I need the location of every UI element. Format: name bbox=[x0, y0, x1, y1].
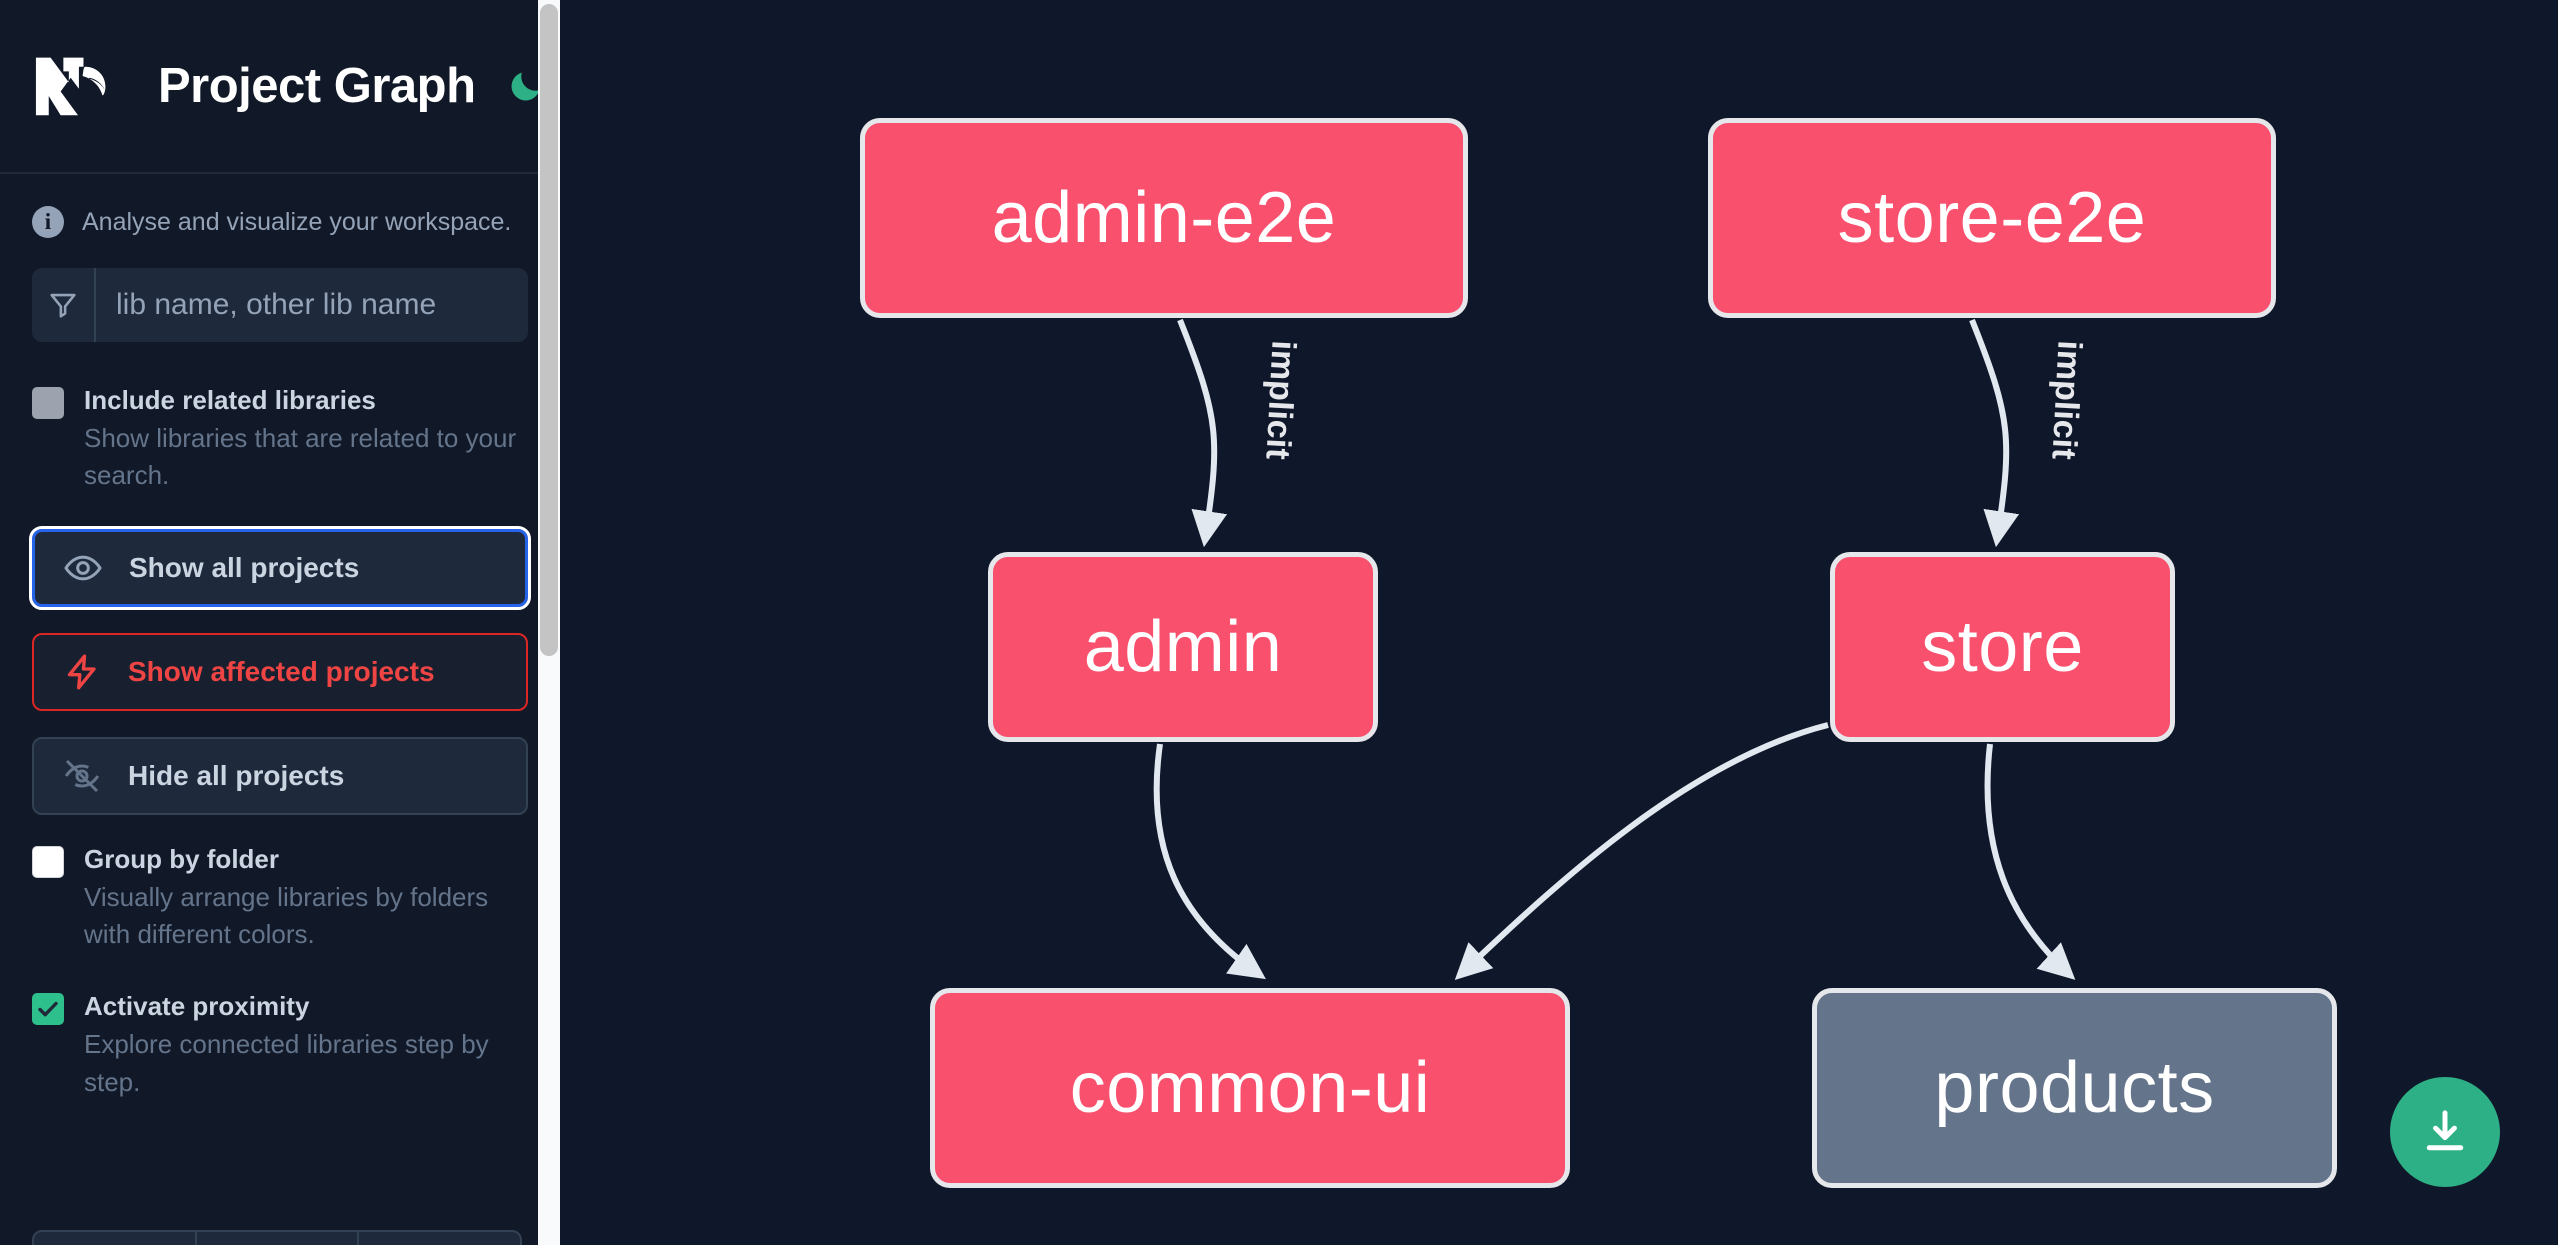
edge-admin-e2e-admin bbox=[1177, 318, 1228, 548]
lightning-icon bbox=[67, 654, 96, 690]
hide-all-projects-label: Hide all projects bbox=[128, 760, 345, 792]
edge-label-implicit-store: implicit bbox=[2044, 339, 2089, 461]
proximity-step-increase[interactable] bbox=[359, 1232, 520, 1245]
moon-icon[interactable] bbox=[506, 63, 546, 109]
graph-node-admin[interactable]: admin bbox=[988, 552, 1378, 742]
sidebar-header: Project Graph bbox=[0, 0, 560, 174]
graph-node-admin-e2e[interactable]: admin-e2e bbox=[860, 118, 1468, 318]
option-activate-proximity[interactable]: Activate proximity Explore connected lib… bbox=[32, 988, 528, 1101]
proximity-step-controls[interactable] bbox=[32, 1230, 522, 1245]
tagline: i Analyse and visualize your workspace. bbox=[32, 174, 528, 268]
graph-node-store-label: store bbox=[1921, 607, 2084, 687]
search-input[interactable] bbox=[96, 268, 528, 342]
moon-glyph bbox=[511, 72, 539, 101]
filter-icon bbox=[32, 268, 96, 342]
activate-proximity-checkbox[interactable] bbox=[32, 993, 64, 1026]
sidebar: Project Graph i Analyse and visualize yo… bbox=[0, 0, 560, 1245]
info-icon: i bbox=[32, 206, 64, 238]
graph-node-store[interactable]: store bbox=[1830, 552, 2175, 742]
nx-logo-icon bbox=[35, 57, 106, 116]
include-related-libraries-checkbox[interactable] bbox=[32, 387, 64, 419]
eye-icon bbox=[64, 555, 102, 581]
download-button[interactable] bbox=[2390, 1077, 2500, 1187]
proximity-step-value bbox=[197, 1232, 360, 1245]
graph-node-common-ui[interactable]: common-ui bbox=[930, 988, 1570, 1188]
graph-edges bbox=[1153, 318, 2076, 980]
sidebar-scrollbar-thumb[interactable] bbox=[540, 4, 558, 656]
activate-proximity-description: Explore connected libraries step by step… bbox=[84, 1028, 489, 1097]
page-title: Project Graph bbox=[158, 59, 476, 113]
eye-off-icon bbox=[64, 760, 100, 793]
filter-glyph bbox=[50, 293, 76, 318]
proximity-step-decrease[interactable] bbox=[34, 1232, 197, 1245]
sidebar-scrollbar-track[interactable] bbox=[538, 0, 560, 1245]
group-by-folder-checkbox[interactable] bbox=[32, 846, 64, 879]
show-affected-projects-button[interactable]: Show affected projects bbox=[32, 633, 528, 712]
edge-label-implicit-admin: implicit bbox=[1258, 339, 1303, 461]
search-box[interactable] bbox=[32, 268, 528, 342]
download-icon bbox=[2426, 1110, 2464, 1151]
tagline-text: Analyse and visualize your workspace. bbox=[82, 207, 512, 236]
graph-node-products[interactable]: products bbox=[1812, 988, 2337, 1188]
edge-store-products bbox=[1984, 743, 2076, 980]
include-related-libraries-label: Include related libraries bbox=[84, 385, 376, 415]
edge-store-common-ui bbox=[1454, 722, 1829, 980]
edge-store-e2e-store bbox=[1969, 318, 2020, 548]
show-all-projects-button[interactable]: Show all projects bbox=[29, 526, 531, 611]
activate-proximity-label: Activate proximity bbox=[84, 991, 310, 1022]
graph-canvas[interactable]: implicit implicit admin-e2e store-e2e ad… bbox=[560, 0, 2558, 1245]
graph-node-products-label: products bbox=[1934, 1048, 2215, 1128]
graph-node-store-e2e[interactable]: store-e2e bbox=[1708, 118, 2276, 318]
group-by-folder-label: Group by folder bbox=[84, 844, 279, 875]
sidebar-body: i Analyse and visualize your workspace. … bbox=[0, 174, 560, 1101]
graph-node-admin-label: admin bbox=[1083, 607, 1283, 687]
graph-node-admin-e2e-label: admin-e2e bbox=[991, 178, 1337, 258]
check-icon bbox=[38, 1001, 58, 1017]
hide-all-projects-button[interactable]: Hide all projects bbox=[32, 737, 528, 816]
option-group-by-folder[interactable]: Group by folder Visually arrange librari… bbox=[32, 841, 528, 954]
include-related-libraries-description: Show libraries that are related to your … bbox=[84, 422, 517, 491]
graph-node-store-e2e-label: store-e2e bbox=[1837, 178, 2147, 258]
option-include-related-libraries[interactable]: Include related libraries Show libraries… bbox=[32, 382, 528, 495]
graph-node-common-ui-label: common-ui bbox=[1069, 1048, 1431, 1128]
edge-admin-common-ui bbox=[1153, 743, 1266, 980]
show-all-projects-label: Show all projects bbox=[129, 552, 360, 584]
show-affected-projects-label: Show affected projects bbox=[128, 656, 435, 688]
group-by-folder-description: Visually arrange libraries by folders wi… bbox=[84, 881, 489, 950]
